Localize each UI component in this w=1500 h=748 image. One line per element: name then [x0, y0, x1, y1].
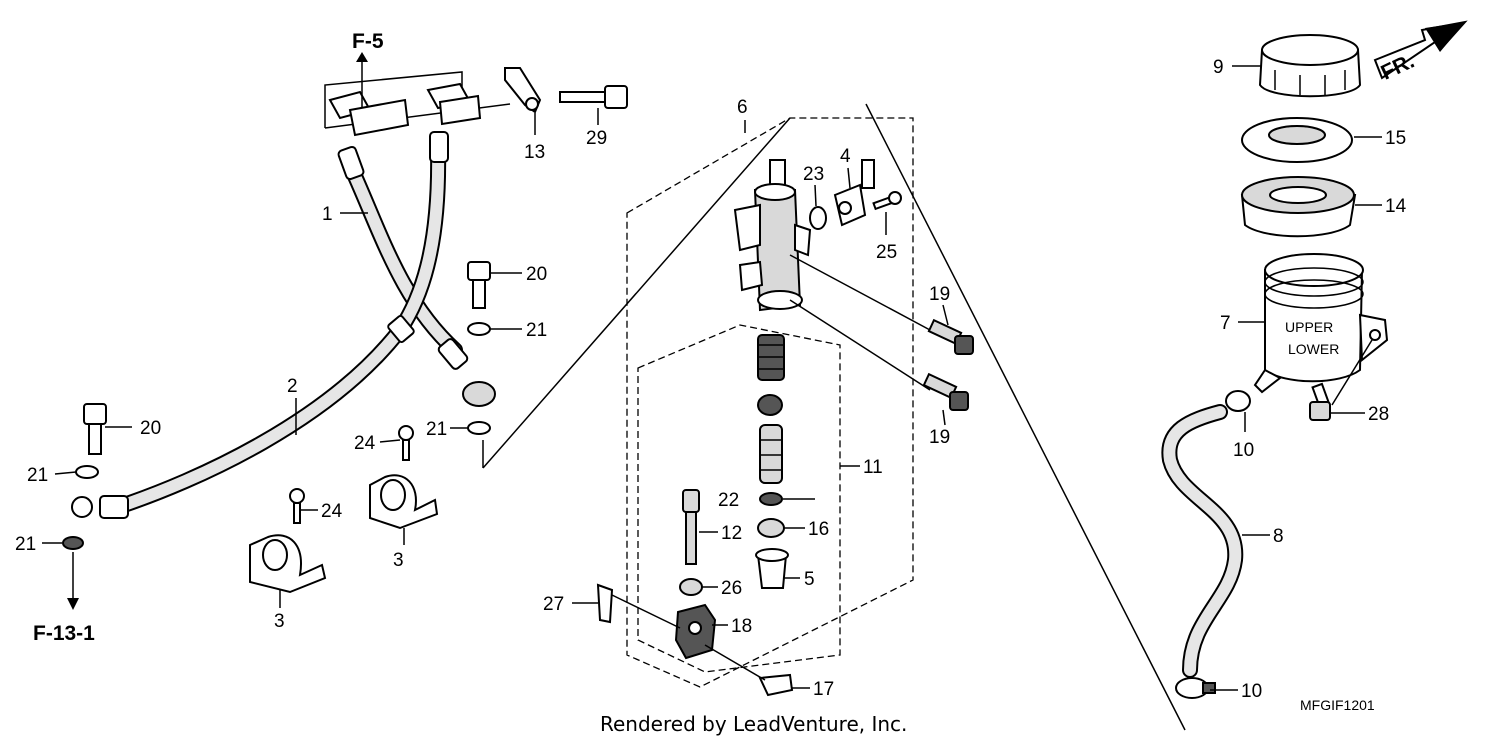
spring [757, 334, 785, 381]
clip-10-lower [1175, 677, 1216, 699]
reference-bottom: F-13-1 [33, 622, 95, 645]
reservoir-7: UPPER LOWER [1253, 253, 1389, 394]
callout-28: 28 [1368, 404, 1389, 425]
callout-20-lower: 20 [140, 418, 161, 439]
callout-21-upper: 21 [526, 320, 547, 341]
callout-20-upper: 20 [526, 264, 547, 285]
hose-joint-blocks [328, 82, 482, 137]
bolt-29 [559, 85, 628, 109]
bolt-19-lower [922, 372, 969, 411]
pin-17 [758, 673, 794, 697]
callout-29: 29 [586, 128, 607, 149]
callout-6: 6 [737, 97, 748, 118]
cup [757, 394, 783, 416]
washer-16 [757, 518, 785, 538]
callout-1: 1 [322, 204, 333, 225]
callout-10-upper: 10 [1233, 440, 1254, 461]
callout-3-left: 3 [274, 611, 285, 632]
callout-12: 12 [721, 523, 742, 544]
callout-labels: 9 15 14 7 10 28 8 10 6 4 23 25 19 19 11 … [15, 57, 1407, 702]
brake-hose-2 [107, 322, 408, 516]
callout-19-lower: 19 [929, 427, 950, 448]
callout-24-right: 24 [354, 433, 376, 454]
reservoir-cap-9 [1258, 34, 1362, 98]
cotter-pin-27 [596, 583, 614, 624]
callout-21-bottom: 21 [15, 534, 36, 555]
piston [759, 424, 783, 484]
callout-23: 23 [803, 164, 824, 185]
screw-25 [872, 191, 902, 211]
bolt-28 [1309, 382, 1331, 421]
callout-11: 11 [863, 457, 883, 478]
leader-lines [42, 65, 1382, 691]
callout-21-left: 21 [27, 465, 48, 486]
callout-21-middle: 21 [426, 419, 447, 440]
callout-5: 5 [804, 569, 815, 590]
callout-24-left: 24 [321, 501, 343, 522]
callout-17: 17 [813, 679, 834, 700]
callout-10-lower: 10 [1241, 681, 1262, 702]
joint-18 [674, 603, 717, 660]
boot-5 [755, 548, 789, 589]
master-cylinder-body [733, 159, 931, 391]
nut-26 [679, 578, 703, 596]
o-ring-23 [809, 206, 827, 230]
callout-15: 15 [1385, 128, 1406, 149]
clamp-3-left [249, 534, 327, 594]
brake-hose-1 [342, 142, 463, 358]
reservoir-upper-mark: UPPER [1285, 319, 1333, 335]
callout-2: 2 [287, 376, 298, 397]
callout-19-upper: 19 [929, 284, 950, 305]
callout-27: 27 [543, 594, 564, 615]
diaphragm-14 [1240, 176, 1357, 238]
callout-7: 7 [1220, 313, 1231, 334]
reference-top: F-5 [352, 30, 384, 53]
callout-3-right: 3 [393, 550, 404, 571]
bracket-13 [504, 67, 542, 114]
front-direction-badge: FR. [1373, 20, 1468, 85]
plate-15 [1241, 117, 1353, 163]
bolt-20-upper [467, 261, 491, 309]
push-rod-12 [682, 489, 700, 565]
callout-4: 4 [840, 146, 851, 167]
callout-22: 22 [718, 490, 739, 511]
callout-8: 8 [1273, 526, 1284, 547]
bolt-20-lower [83, 403, 107, 455]
callout-16: 16 [808, 519, 829, 540]
master-cylinder-group-outline [482, 103, 1186, 731]
clip-10-upper [1225, 390, 1251, 412]
credit-line: Rendered by LeadVenture, Inc. [600, 712, 907, 736]
diagram-code: MFGIF1201 [1300, 697, 1375, 713]
circlip-22 [759, 492, 783, 506]
screw-24-right [398, 425, 414, 461]
callout-13: 13 [524, 142, 545, 163]
callout-9: 9 [1213, 57, 1224, 78]
callout-25: 25 [876, 242, 897, 263]
reservoir-hose-8 [1161, 404, 1244, 678]
bolt-19-upper [927, 318, 974, 355]
callout-14: 14 [1385, 196, 1407, 217]
screw-24-left [289, 488, 305, 524]
callout-18: 18 [731, 616, 752, 637]
callout-26: 26 [721, 578, 742, 599]
joint-4 [833, 159, 875, 227]
reservoir-lower-mark: LOWER [1288, 341, 1339, 357]
clamp-3-right [369, 474, 439, 530]
